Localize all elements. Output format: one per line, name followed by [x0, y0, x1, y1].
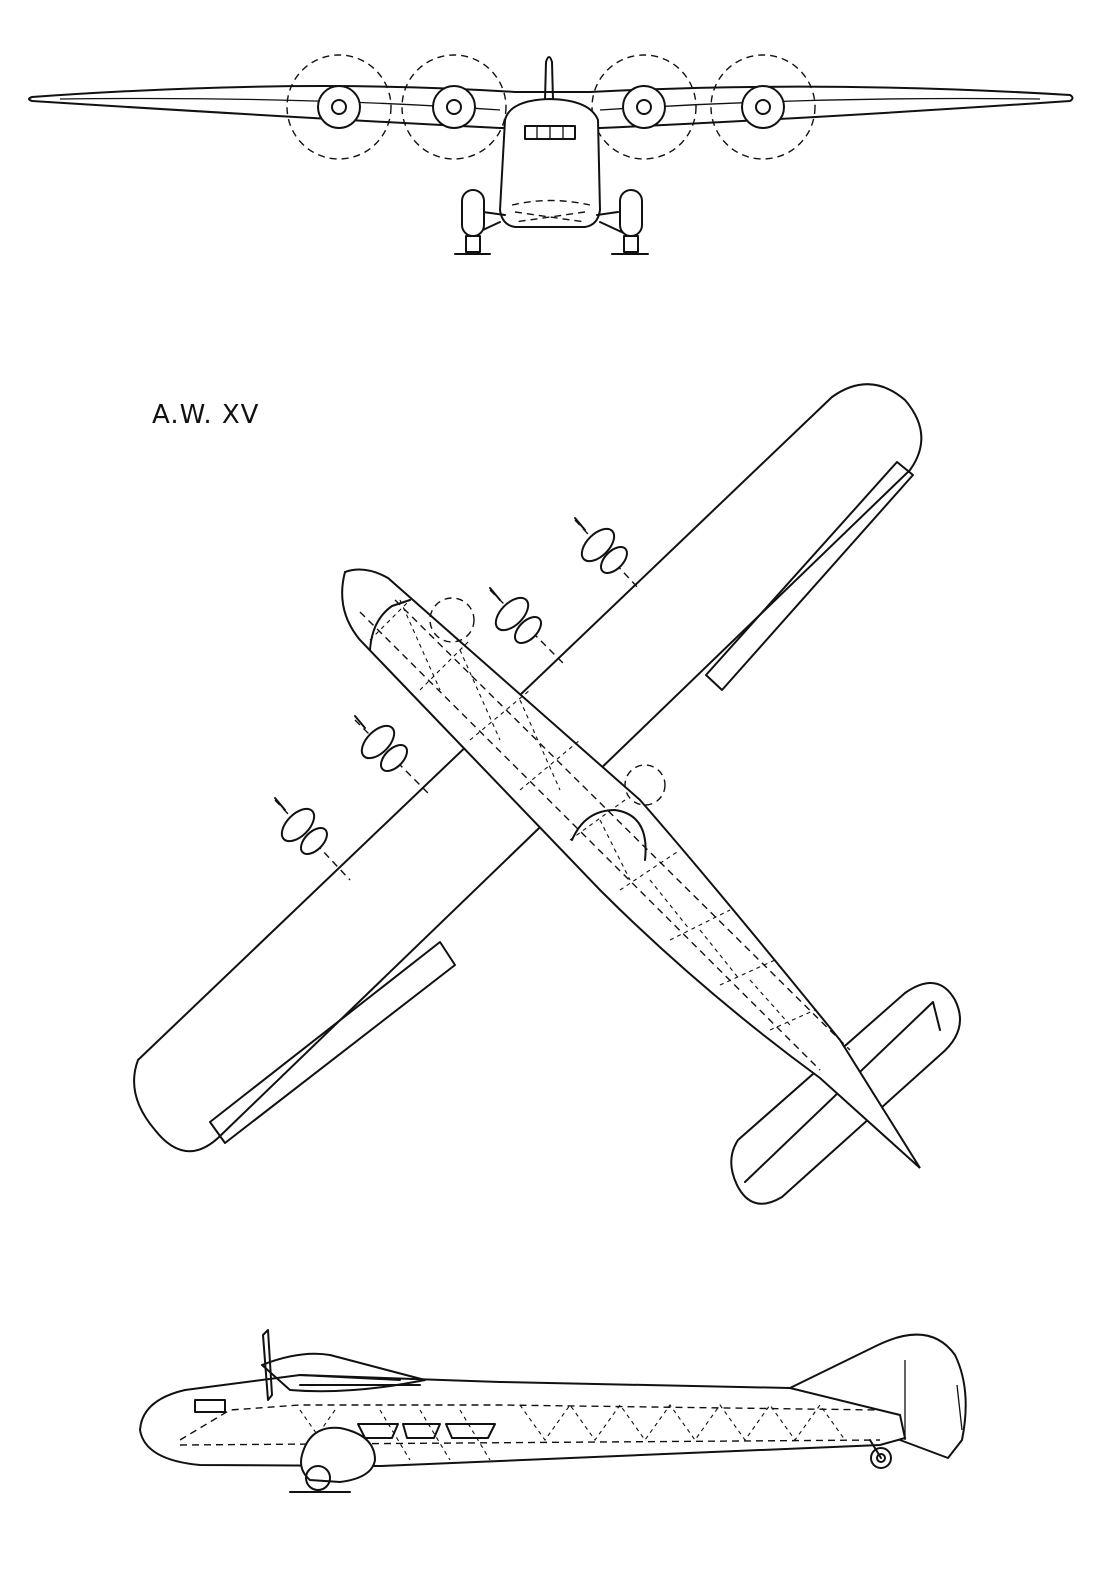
front-fuselage — [498, 97, 602, 228]
propeller-disc — [591, 54, 697, 160]
front-engine — [317, 85, 361, 129]
front-wheel-left — [461, 189, 485, 237]
plan-engine — [354, 715, 431, 796]
plan-tailplane — [730, 982, 961, 1205]
rudder-hinge — [904, 1360, 963, 1440]
wing-root-fairing — [571, 809, 647, 861]
side-view — [138, 1329, 967, 1493]
main-wheel — [305, 1465, 331, 1491]
side-cockpit-window — [194, 1399, 226, 1413]
side-fin — [789, 1333, 967, 1459]
plan-view — [133, 383, 961, 1205]
side-nacelle — [261, 1352, 426, 1393]
front-fin — [544, 56, 554, 101]
propeller-disc — [710, 54, 816, 160]
plan-engine — [489, 587, 566, 666]
main-wheel-spat — [300, 1426, 377, 1484]
aileron-right — [705, 461, 914, 691]
propeller-disc — [401, 54, 507, 160]
side-propeller — [262, 1329, 273, 1401]
plan-engine — [274, 797, 351, 881]
plan-fuselage — [341, 568, 921, 1169]
aileron-left — [209, 941, 456, 1144]
front-engine — [622, 85, 666, 129]
cockpit-outline — [369, 599, 411, 651]
cabin-windows — [357, 1423, 496, 1439]
landing-gear-struts — [471, 211, 629, 236]
front-engine — [432, 85, 476, 129]
front-wheel-right — [619, 189, 643, 237]
drawing-title: A.W. XV — [152, 400, 260, 430]
propeller-disc — [286, 54, 392, 160]
plan-wing — [133, 383, 923, 1153]
fuselage-frame-lines — [359, 599, 851, 1071]
side-fuselage — [138, 1373, 907, 1468]
elevator-line — [744, 1001, 941, 1183]
plan-engine — [574, 517, 641, 591]
front-engine — [741, 85, 785, 129]
front-view — [28, 54, 1074, 255]
